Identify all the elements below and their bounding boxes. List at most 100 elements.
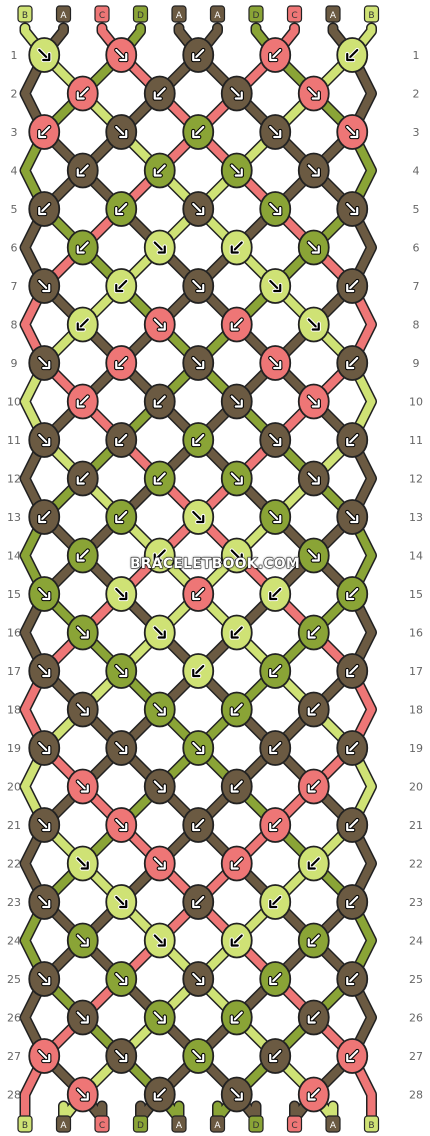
strand-letter: D xyxy=(253,11,260,21)
row-number-left: 1 xyxy=(11,49,18,62)
arrow-down-left-icon xyxy=(114,432,129,448)
knot xyxy=(143,999,176,1036)
bottom-strand-tag: C xyxy=(94,1115,110,1133)
row-number-right: 25 xyxy=(409,973,423,986)
knot xyxy=(143,614,176,651)
strand-tag-swatch xyxy=(132,5,149,23)
row-number-left: 22 xyxy=(7,858,21,871)
arrow-down-right-icon xyxy=(268,509,283,525)
knot xyxy=(259,807,292,843)
top-strand-tag: C xyxy=(286,5,303,23)
knot xyxy=(297,768,330,805)
top-strand-tag: B xyxy=(363,5,380,23)
knot xyxy=(220,999,253,1036)
backward-forward-icon xyxy=(229,933,244,948)
strand-tag-swatch xyxy=(325,5,341,23)
strand-tag-swatch xyxy=(132,1115,149,1133)
arrow-down-left-icon xyxy=(191,586,206,602)
knot xyxy=(336,576,369,612)
strand-tag-swatch xyxy=(94,1115,110,1133)
row-number-left: 27 xyxy=(7,1050,21,1063)
arrow-down-right-icon xyxy=(152,702,167,717)
row-number-left: 6 xyxy=(11,242,18,255)
strand-tag-swatch xyxy=(286,1115,303,1133)
bottom-strand-tag: B xyxy=(17,1115,33,1133)
knot xyxy=(182,653,215,689)
arrow-down-left-icon xyxy=(75,471,90,486)
knot xyxy=(297,229,330,266)
knot xyxy=(182,191,215,227)
strand-tag-swatch xyxy=(55,1115,72,1133)
knot xyxy=(297,152,330,189)
arrow-down-left-icon xyxy=(345,740,360,756)
strand-letter: A xyxy=(214,1121,221,1131)
strand-letter: A xyxy=(330,1121,337,1131)
knot xyxy=(336,1038,369,1074)
row-number-right: 8 xyxy=(413,319,420,332)
knot xyxy=(105,653,138,689)
row-number-left: 24 xyxy=(7,935,21,948)
knot xyxy=(182,422,215,458)
arrow-down-right-icon xyxy=(229,86,244,101)
knot xyxy=(220,845,253,882)
arrow-down-left-icon xyxy=(152,163,167,178)
arrow-down-left-icon xyxy=(191,817,206,833)
row-number-left: 21 xyxy=(7,819,21,832)
knot xyxy=(297,306,330,343)
arrow-down-right-icon xyxy=(229,548,244,563)
knot xyxy=(259,499,292,535)
knot xyxy=(182,961,215,997)
knot xyxy=(259,422,292,458)
row-number-left: 12 xyxy=(7,473,21,486)
strand-tag-swatch xyxy=(248,1115,264,1133)
row-number-right: 7 xyxy=(413,280,420,293)
top-strand-tag: C xyxy=(94,5,110,23)
knot xyxy=(297,922,330,959)
knot xyxy=(143,845,176,882)
knot xyxy=(143,306,176,343)
strand-tag-swatch xyxy=(363,5,380,23)
row-number-left: 13 xyxy=(7,511,21,524)
arrow-down-left-icon xyxy=(152,548,167,563)
knot xyxy=(28,730,61,766)
arrow-down-right-icon xyxy=(37,663,52,679)
knot xyxy=(28,807,61,843)
arrow-down-left-icon xyxy=(191,663,206,679)
arrow-down-left-icon xyxy=(191,47,206,63)
backward-forward-icon xyxy=(229,240,244,255)
knot xyxy=(105,268,138,304)
strand-letter: A xyxy=(60,1121,67,1131)
strand-tag-swatch xyxy=(209,5,226,23)
arrow-down-right-icon xyxy=(75,1087,90,1102)
backward-forward-icon xyxy=(229,856,244,871)
knot xyxy=(259,576,292,612)
arrow-down-left-icon xyxy=(229,1010,244,1025)
knot xyxy=(336,422,369,458)
strand-letter: B xyxy=(368,1121,374,1131)
knot xyxy=(143,229,176,266)
arrow-down-left-icon xyxy=(268,663,283,679)
row-number-left: 4 xyxy=(11,165,18,178)
knot xyxy=(297,460,330,497)
arrow-down-right-icon xyxy=(75,702,90,717)
knot xyxy=(297,691,330,728)
arrow-down-left-icon xyxy=(114,201,129,217)
arrow-down-right-icon xyxy=(37,432,52,448)
knot xyxy=(28,576,61,612)
knot xyxy=(336,37,369,73)
row-number-right: 21 xyxy=(409,819,423,832)
knot xyxy=(297,537,330,574)
arrow-down-right-icon xyxy=(345,509,360,525)
knot xyxy=(182,268,215,304)
knot xyxy=(28,422,61,458)
knot xyxy=(105,114,138,150)
strand-letter: D xyxy=(253,1121,260,1131)
arrow-down-left-icon xyxy=(306,625,321,640)
knot xyxy=(143,691,176,728)
row-number-left: 10 xyxy=(7,396,21,409)
knot xyxy=(105,191,138,227)
knot xyxy=(297,845,330,882)
strand-letter: B xyxy=(22,11,28,21)
arrow-down-right-icon xyxy=(114,47,129,63)
